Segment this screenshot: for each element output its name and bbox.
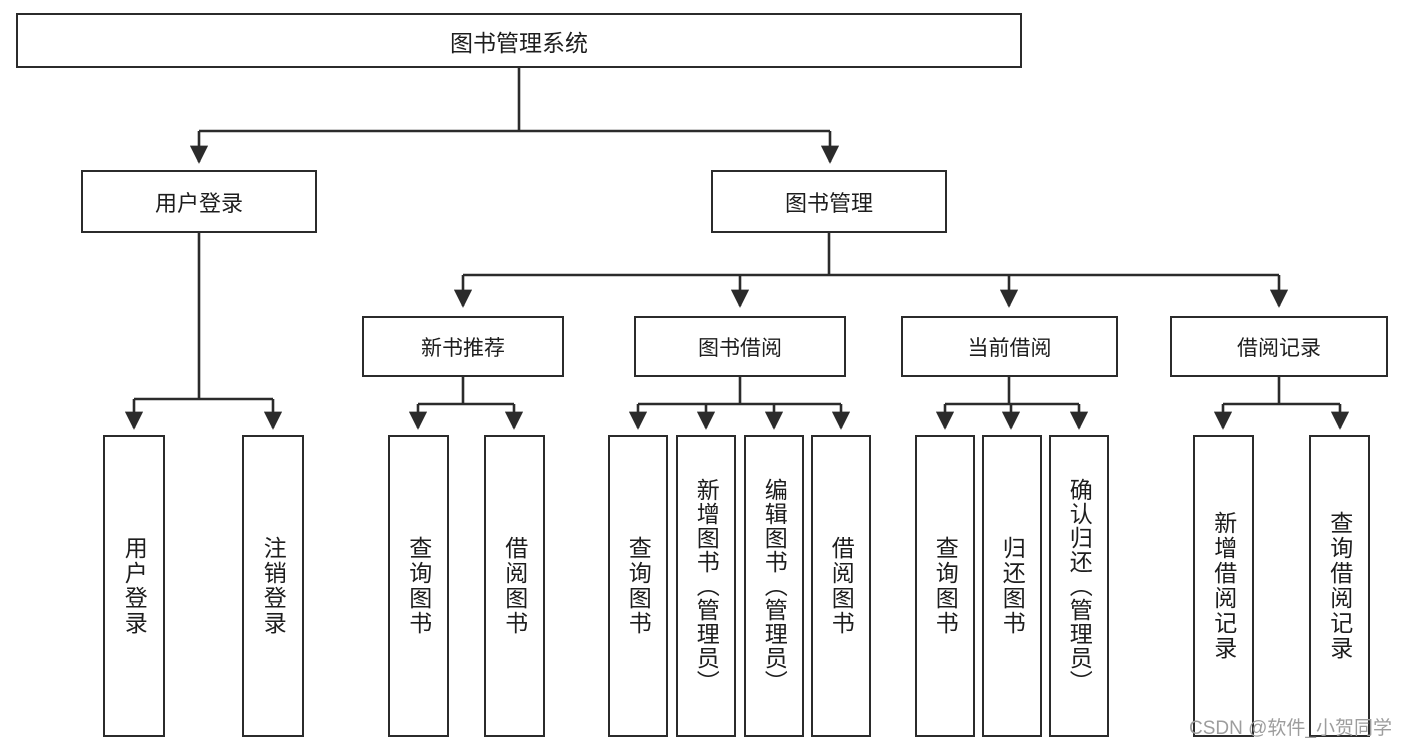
node-label: 归还图书: [999, 536, 1026, 636]
node-user-login[interactable]: 用户登录: [81, 170, 317, 233]
leaf-logout[interactable]: 注销登录: [242, 435, 304, 737]
leaf-borrow-book[interactable]: 借阅图书: [811, 435, 871, 737]
node-label: 借阅图书: [501, 536, 528, 636]
leaf-query-book-borrow[interactable]: 查询图书: [608, 435, 668, 737]
leaf-add-book-admin[interactable]: 新增图书（管理员）: [676, 435, 736, 737]
node-label: 确认归还（管理员）: [1066, 478, 1093, 694]
node-label: 查询图书: [625, 536, 652, 636]
node-label: 当前借阅: [967, 336, 1052, 360]
node-label: 借阅图书: [828, 536, 855, 636]
watermark: CSDN @软件_小贺同学: [1189, 718, 1392, 739]
node-label: 图书借阅: [698, 336, 782, 360]
node-label: 查询图书: [932, 536, 959, 636]
node-label: 新增图书（管理员）: [693, 478, 720, 694]
node-label: 用户登录: [154, 190, 243, 216]
node-label: 新增借阅记录: [1210, 511, 1237, 661]
node-label: 图书管理系统: [450, 29, 588, 56]
node-current-borrowing[interactable]: 当前借阅: [901, 316, 1118, 377]
leaf-confirm-return-admin[interactable]: 确认归还（管理员）: [1049, 435, 1109, 737]
node-new-book-recommendation[interactable]: 新书推荐: [362, 316, 564, 377]
node-borrowing-record[interactable]: 借阅记录: [1170, 316, 1388, 377]
node-label: 查询借阅记录: [1326, 511, 1353, 661]
node-root-book-management-system[interactable]: 图书管理系统: [16, 13, 1022, 68]
node-book-borrowing[interactable]: 图书借阅: [634, 316, 846, 377]
node-label: 用户登录: [121, 536, 148, 636]
leaf-edit-book-admin[interactable]: 编辑图书（管理员）: [744, 435, 804, 737]
leaf-query-book-recommend[interactable]: 查询图书: [388, 435, 449, 737]
leaf-query-book-current[interactable]: 查询图书: [915, 435, 975, 737]
node-label: 图书管理: [784, 190, 873, 216]
leaf-user-login[interactable]: 用户登录: [103, 435, 165, 737]
node-book-management[interactable]: 图书管理: [711, 170, 947, 233]
leaf-add-borrow-record[interactable]: 新增借阅记录: [1193, 435, 1254, 737]
leaf-query-borrow-record[interactable]: 查询借阅记录: [1309, 435, 1370, 737]
node-label: 借阅记录: [1237, 336, 1321, 360]
node-label: 编辑图书（管理员）: [761, 478, 788, 694]
node-label: 查询图书: [405, 536, 432, 636]
leaf-borrow-book-recommend[interactable]: 借阅图书: [484, 435, 545, 737]
leaf-return-book[interactable]: 归还图书: [982, 435, 1042, 737]
node-label: 注销登录: [260, 536, 287, 636]
node-label: 新书推荐: [421, 336, 505, 360]
